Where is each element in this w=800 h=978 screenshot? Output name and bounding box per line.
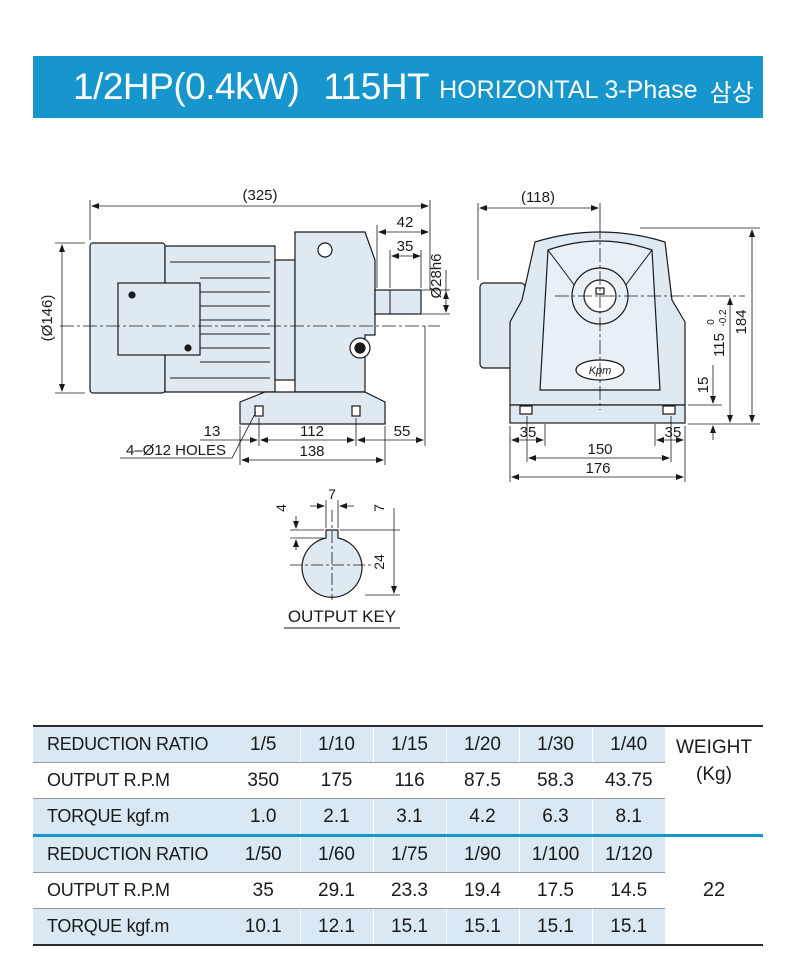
dim-motor-dia: (Ø146) bbox=[39, 295, 56, 342]
table-cell: 87.5 bbox=[445, 762, 519, 799]
table-cell: 1/50 bbox=[227, 834, 300, 873]
table-cell: 1/5 bbox=[227, 725, 300, 763]
dim-key-length: 35 bbox=[397, 238, 414, 255]
table-cell: 10.1 bbox=[227, 908, 300, 946]
dim-hole-pitch: 150 bbox=[587, 441, 612, 458]
end-view bbox=[479, 231, 686, 424]
dim-base-side-right: 35 bbox=[665, 424, 682, 441]
table-cell: 15.1 bbox=[518, 908, 592, 946]
dim-shaft-length: 42 bbox=[397, 214, 414, 231]
row-label: OUTPUT R.P.M bbox=[33, 872, 227, 909]
dim-base-thickness: 15 bbox=[695, 377, 712, 394]
table-cell: 8.1 bbox=[591, 798, 665, 836]
dim-key-depth: 4 bbox=[273, 504, 289, 512]
title-power: 1/2HP(0.4kW) bbox=[73, 66, 300, 107]
dim-shaft-height: 115 bbox=[711, 333, 728, 357]
table-cell: 23.3 bbox=[372, 872, 446, 909]
dim-holes-note: 4–Ø12 HOLES bbox=[126, 442, 226, 459]
side-view bbox=[89, 231, 422, 425]
table-cell: 1/20 bbox=[445, 725, 519, 763]
table-cell: 1/90 bbox=[445, 834, 519, 873]
dim-key-width: 7 bbox=[328, 486, 336, 502]
dim-shaft-key: 24 bbox=[371, 554, 387, 570]
weight-label: WEIGHT bbox=[676, 737, 752, 758]
row-label: REDUCTION RATIO bbox=[33, 834, 227, 873]
table-cell: 15.1 bbox=[591, 908, 665, 946]
row-label: TORQUE kgf.m bbox=[33, 798, 227, 836]
row-label: OUTPUT R.P.M bbox=[33, 762, 227, 799]
table-cell: 1/10 bbox=[299, 725, 373, 763]
table-cell: 1/120 bbox=[591, 834, 665, 873]
weight-value: 22 bbox=[665, 834, 763, 946]
title-model: 115HT bbox=[323, 66, 430, 107]
table-cell: 29.1 bbox=[299, 872, 373, 909]
table-cell: 17.5 bbox=[518, 872, 592, 909]
dim-total-height: 184 bbox=[733, 309, 750, 334]
table-cell: 19.4 bbox=[445, 872, 519, 909]
dim-end-width: (118) bbox=[521, 189, 555, 206]
table-cell: 1/60 bbox=[299, 834, 373, 873]
table-cell: 1/15 bbox=[372, 725, 446, 763]
table-cell: 1/75 bbox=[372, 834, 446, 873]
table-cell: 350 bbox=[227, 762, 300, 799]
table-cell: 2.1 bbox=[299, 798, 373, 836]
table-cell: 4.2 bbox=[445, 798, 519, 836]
key-dimensions bbox=[290, 500, 400, 596]
dim-base-hole-pitch: 112 bbox=[300, 423, 324, 440]
table-cell: 14.5 bbox=[591, 872, 665, 909]
title-orientation: HORIZONTAL 3-Phase bbox=[439, 75, 698, 104]
table-cell: 175 bbox=[299, 762, 373, 799]
row-label: TORQUE kgf.m bbox=[33, 908, 227, 946]
dim-base-length: 138 bbox=[299, 443, 324, 460]
title-korean: 삼상 bbox=[709, 79, 754, 107]
dim-base-side-left: 35 bbox=[520, 424, 537, 441]
dim-base-overhang: 55 bbox=[394, 423, 411, 440]
dim-base-width: 176 bbox=[585, 460, 610, 477]
row-label: REDUCTION RATIO bbox=[33, 725, 227, 763]
table-cell: 116 bbox=[372, 762, 446, 799]
side-dimensions bbox=[55, 200, 450, 465]
table-cell: 35 bbox=[227, 872, 300, 909]
table-cell: 3.1 bbox=[372, 798, 446, 836]
title-banner: 1/2HP(0.4kW) 115HT HORIZONTAL 3-Phase 삼상 bbox=[33, 56, 763, 118]
weight-header: WEIGHT (Kg) bbox=[665, 725, 763, 836]
weight-unit: (Kg) bbox=[696, 763, 732, 785]
dim-overall-length: (325) bbox=[242, 187, 277, 204]
dim-shaft-dia: Ø28h6 bbox=[428, 253, 445, 298]
table-cell: 58.3 bbox=[518, 762, 592, 799]
table-cell: 43.75 bbox=[591, 762, 665, 799]
dim-key-height: 7 bbox=[371, 504, 387, 512]
dim-shaft-height-tol-lower: -0.2 bbox=[718, 309, 729, 327]
table-cell: 1/30 bbox=[518, 725, 592, 763]
table-cell: 12.1 bbox=[299, 908, 373, 946]
technical-drawing: (325) 42 35 Ø28h6 (Ø146) 13 112 55 138 4… bbox=[39, 187, 760, 629]
table-cell: 6.3 bbox=[518, 798, 592, 836]
end-dimensions bbox=[477, 203, 760, 482]
dim-shaft-height-tol-upper: 0 bbox=[706, 319, 717, 325]
table-cell: 1/40 bbox=[591, 725, 665, 763]
output-key-label: OUTPUT KEY bbox=[288, 607, 396, 626]
table-cell: 15.1 bbox=[445, 908, 519, 946]
table-cell: 1.0 bbox=[227, 798, 300, 836]
table-cell: 1/100 bbox=[518, 834, 592, 873]
table-cell: 15.1 bbox=[372, 908, 446, 946]
dim-base-offset: 13 bbox=[204, 423, 221, 440]
